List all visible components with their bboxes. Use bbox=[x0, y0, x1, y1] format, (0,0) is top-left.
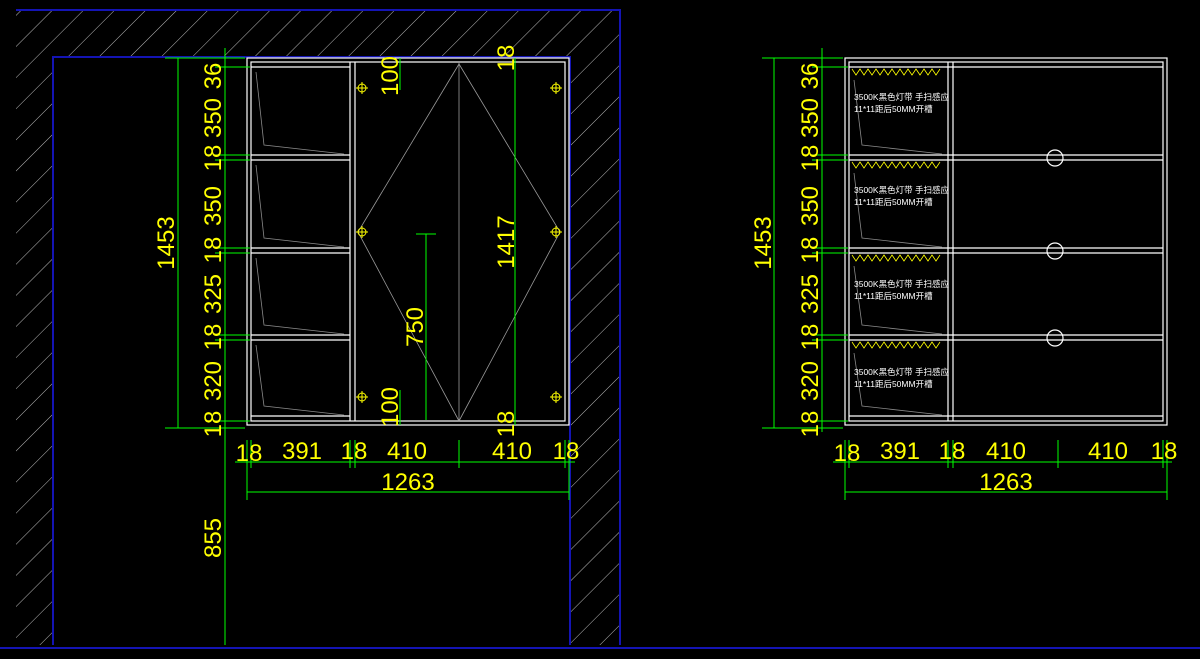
overall-height: 1453 bbox=[153, 216, 180, 269]
dim-36: 36 bbox=[200, 63, 227, 90]
mount-height: 855 bbox=[200, 518, 227, 558]
r-hdim-410-a: 410 bbox=[986, 438, 1026, 465]
r-overall-width: 1263 bbox=[979, 469, 1032, 496]
glass-doors bbox=[357, 62, 561, 422]
r-dim-320: 320 bbox=[797, 361, 824, 401]
r-dim-18-b: 18 bbox=[797, 237, 824, 264]
r-hdim-410-b: 410 bbox=[1088, 438, 1128, 465]
right-elevation: 3500K黑色灯带 手扫感应 11*11距后50MM开槽 3500K黑色灯带 手… bbox=[750, 48, 1177, 500]
dim-18-a: 18 bbox=[200, 145, 227, 172]
r-dim-18-d: 18 bbox=[797, 411, 824, 438]
hdim-410-a: 410 bbox=[387, 438, 427, 465]
door-top-offset: 18 bbox=[493, 45, 520, 72]
hdim-391: 391 bbox=[282, 438, 322, 465]
r-hdim-18-b: 18 bbox=[939, 438, 966, 465]
dimension-lines-right bbox=[762, 48, 1172, 500]
left-elevation: 36 350 18 350 18 325 18 320 18 1453 855 … bbox=[0, 9, 1200, 649]
dim-350-a: 350 bbox=[200, 98, 227, 138]
door-bottom-offset: 18 bbox=[493, 411, 520, 438]
door-height: 1417 bbox=[493, 215, 520, 268]
r-hdim-18-a: 18 bbox=[834, 440, 861, 467]
dim-18-c: 18 bbox=[200, 324, 227, 351]
light-note-3-line1: 3500K黑色灯带 手扫感应 bbox=[854, 279, 949, 289]
handle-offset-bottom: 100 bbox=[377, 387, 404, 427]
dim-18-d: 18 bbox=[200, 411, 227, 438]
hdim-410-b: 410 bbox=[492, 438, 532, 465]
cabinet-right bbox=[844, 57, 1168, 426]
dim-320: 320 bbox=[200, 361, 227, 401]
dim-325: 325 bbox=[200, 274, 227, 314]
dim-350-b: 350 bbox=[200, 186, 227, 226]
light-note-4-line1: 3500K黑色灯带 手扫感应 bbox=[854, 367, 949, 377]
light-strip-icons bbox=[851, 68, 941, 349]
light-note-1-line1: 3500K黑色灯带 手扫感应 bbox=[854, 92, 949, 102]
cabinet-left bbox=[246, 57, 570, 426]
handle-height: 750 bbox=[402, 307, 429, 347]
wall-outline bbox=[16, 9, 621, 645]
r-overall-height: 1453 bbox=[750, 216, 777, 269]
dimension-lines-left bbox=[165, 48, 575, 645]
r-hdim-391: 391 bbox=[880, 438, 920, 465]
r-dim-18-c: 18 bbox=[797, 324, 824, 351]
shelf-sketches bbox=[255, 71, 345, 416]
r-dim-350-b: 350 bbox=[797, 186, 824, 226]
r-dim-18-a: 18 bbox=[797, 145, 824, 172]
shelf-sketches-right bbox=[853, 79, 943, 416]
hdim-18-c: 18 bbox=[553, 438, 580, 465]
hdim-18-b: 18 bbox=[341, 438, 368, 465]
r-dim-350-a: 350 bbox=[797, 98, 824, 138]
light-note-2-line2: 11*11距后50MM开槽 bbox=[854, 197, 933, 207]
wall-hatch bbox=[16, 10, 620, 645]
dim-18-b: 18 bbox=[200, 237, 227, 264]
overall-width: 1263 bbox=[381, 469, 434, 496]
r-hdim-18-c: 18 bbox=[1151, 438, 1178, 465]
r-dim-325: 325 bbox=[797, 274, 824, 314]
r-dim-36: 36 bbox=[797, 63, 824, 90]
light-note-2-line1: 3500K黑色灯带 手扫感应 bbox=[854, 185, 949, 195]
light-note-3-line2: 11*11距后50MM开槽 bbox=[854, 291, 933, 301]
hdim-18-a: 18 bbox=[236, 440, 263, 467]
light-note-4-line2: 11*11距后50MM开槽 bbox=[854, 379, 933, 389]
handle-offset-top: 100 bbox=[377, 56, 404, 96]
light-note-1-line2: 11*11距后50MM开槽 bbox=[854, 104, 933, 114]
hinge-icons bbox=[356, 82, 562, 403]
